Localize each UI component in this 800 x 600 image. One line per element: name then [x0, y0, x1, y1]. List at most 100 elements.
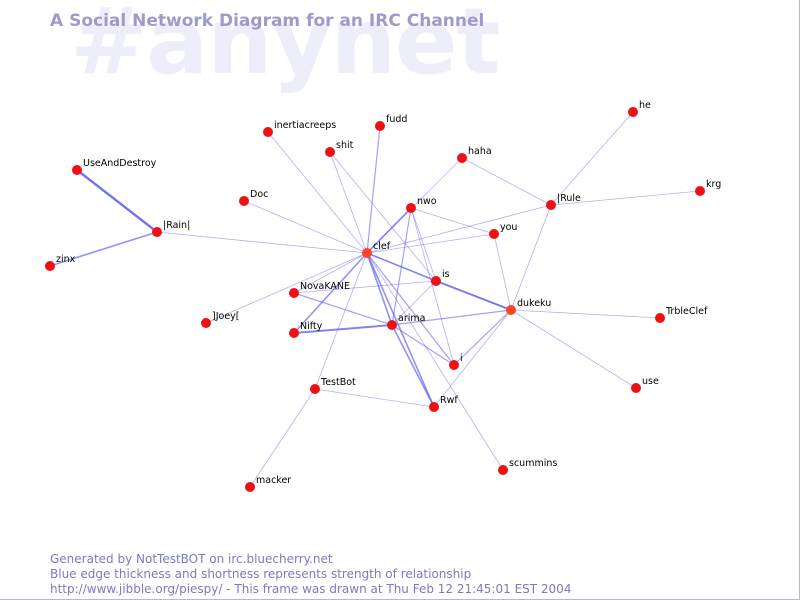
- node-Rwf: Rwf: [429, 395, 458, 412]
- node-inertiacreeps: inertiacreeps: [263, 120, 336, 137]
- node-label: ]Joey[: [212, 311, 240, 322]
- node-label: is: [442, 269, 450, 280]
- edge-fudd-clef: [366, 125, 381, 254]
- node-label: Nifty: [300, 321, 323, 332]
- node-dot: [289, 288, 299, 298]
- edge-clef-arima: [366, 252, 393, 326]
- node-label: you: [500, 222, 517, 233]
- node-IRainI: |Rain|: [152, 220, 190, 237]
- edge-IRule-dukeku: [510, 204, 552, 311]
- edges-layer: [49, 111, 701, 488]
- node-dot: [325, 147, 335, 157]
- node-dot: [387, 320, 397, 330]
- channel-watermark: #anynet: [70, 0, 501, 95]
- edge-dukeku-TrbleClef: [510, 309, 661, 319]
- node-label: Doc: [250, 189, 268, 200]
- edge-NovaKANE-arima: [293, 292, 393, 326]
- node-label: use: [642, 376, 659, 387]
- footer: Generated by NotTestBOT on irc.bluecherr…: [50, 552, 571, 597]
- node-label: TrbleClef: [665, 306, 708, 317]
- edge-krg-IRule: [550, 190, 701, 206]
- edge-clef-TestBot: [314, 252, 368, 390]
- node-haha: haha: [457, 146, 492, 163]
- node-label: NovaKANE: [300, 281, 350, 292]
- edge-UseAndDestroy-IRainI: [76, 169, 158, 233]
- node-label: |Rain|: [163, 220, 190, 231]
- edge-you-dukeku: [493, 233, 512, 311]
- edge-dukeku-use: [510, 309, 637, 389]
- edge-is-dukeku: [435, 280, 512, 311]
- edge-shit-is: [329, 151, 437, 282]
- node-IRule: |Rule: [546, 193, 581, 210]
- node-label: nwo: [417, 196, 437, 207]
- edge-clef-Joey: [205, 252, 368, 324]
- node-dot: [310, 384, 320, 394]
- node-dot: [695, 186, 705, 196]
- node-dot: [263, 127, 273, 137]
- node-label: UseAndDestroy: [83, 158, 157, 169]
- edge-arima-i: [391, 324, 455, 366]
- node-is: is: [431, 269, 450, 286]
- edge-clef-is: [366, 252, 437, 282]
- edge-nwo-clef: [366, 207, 412, 254]
- node-UseAndDestroy: UseAndDestroy: [72, 158, 157, 175]
- node-label: Rwf: [440, 395, 458, 406]
- node-you: you: [489, 222, 517, 239]
- node-label: he: [639, 100, 651, 111]
- edge-clef-scummins: [366, 252, 504, 471]
- node-dot: [289, 328, 299, 338]
- node-dukeku: dukeku: [506, 298, 551, 315]
- node-arima: arima: [387, 313, 425, 330]
- node-label: krg: [706, 179, 721, 190]
- edge-clef-i: [366, 252, 455, 366]
- node-dot: [498, 465, 508, 475]
- node-dot: [429, 402, 439, 412]
- node-label: shit: [336, 140, 354, 151]
- node-dot: [152, 227, 162, 237]
- node-label: inertiacreeps: [274, 120, 336, 131]
- node-dot: [546, 200, 556, 210]
- node-dot: [362, 248, 372, 258]
- node-label: fudd: [386, 114, 407, 125]
- node-dot: [201, 318, 211, 328]
- node-shit: shit: [325, 140, 354, 157]
- node-label: i: [460, 353, 463, 364]
- node-dot: [631, 383, 641, 393]
- edge-is-arima: [391, 280, 437, 326]
- node-NovaKANE: NovaKANE: [289, 281, 350, 298]
- node-he: he: [628, 100, 651, 117]
- node-dot: [72, 165, 82, 175]
- diagram-title: A Social Network Diagram for an IRC Chan…: [50, 11, 485, 31]
- edge-TestBot-Rwf: [314, 388, 435, 408]
- edge-haha-IRule: [461, 157, 552, 206]
- node-dot: [45, 261, 55, 271]
- edge-arima-Rwf: [391, 324, 435, 408]
- node-label: TestBot: [320, 377, 356, 388]
- node-dot: [375, 121, 385, 131]
- edge-arima-dukeku: [391, 309, 512, 326]
- edge-nwo-is: [410, 207, 437, 282]
- node-dot: [239, 196, 249, 206]
- node-krg: krg: [695, 179, 721, 196]
- nodes-layer: UseAndDestroyzinx|Rain|Docinertiacreepsf…: [45, 100, 721, 492]
- node-dot: [449, 360, 459, 370]
- node-label: |Rule: [557, 193, 581, 204]
- node-dot: [406, 203, 416, 213]
- node-dot: [457, 153, 467, 163]
- node-dot: [506, 305, 516, 315]
- node-Nifty: Nifty: [289, 321, 323, 338]
- edge-is-NovaKANE: [293, 280, 437, 294]
- node-nwo: nwo: [406, 196, 437, 213]
- edge-shit-clef: [329, 151, 368, 254]
- edge-Nifty-arima: [293, 324, 393, 334]
- node-dot: [245, 482, 255, 492]
- edge-zinx-IRainI: [49, 231, 158, 267]
- node-clef: clef: [362, 241, 391, 258]
- node-dot: [489, 229, 499, 239]
- node-label: scummins: [509, 458, 557, 469]
- node-use: use: [631, 376, 659, 393]
- node-label: macker: [256, 475, 291, 486]
- node-label: clef: [373, 241, 391, 252]
- edge-nwo-i: [410, 207, 455, 366]
